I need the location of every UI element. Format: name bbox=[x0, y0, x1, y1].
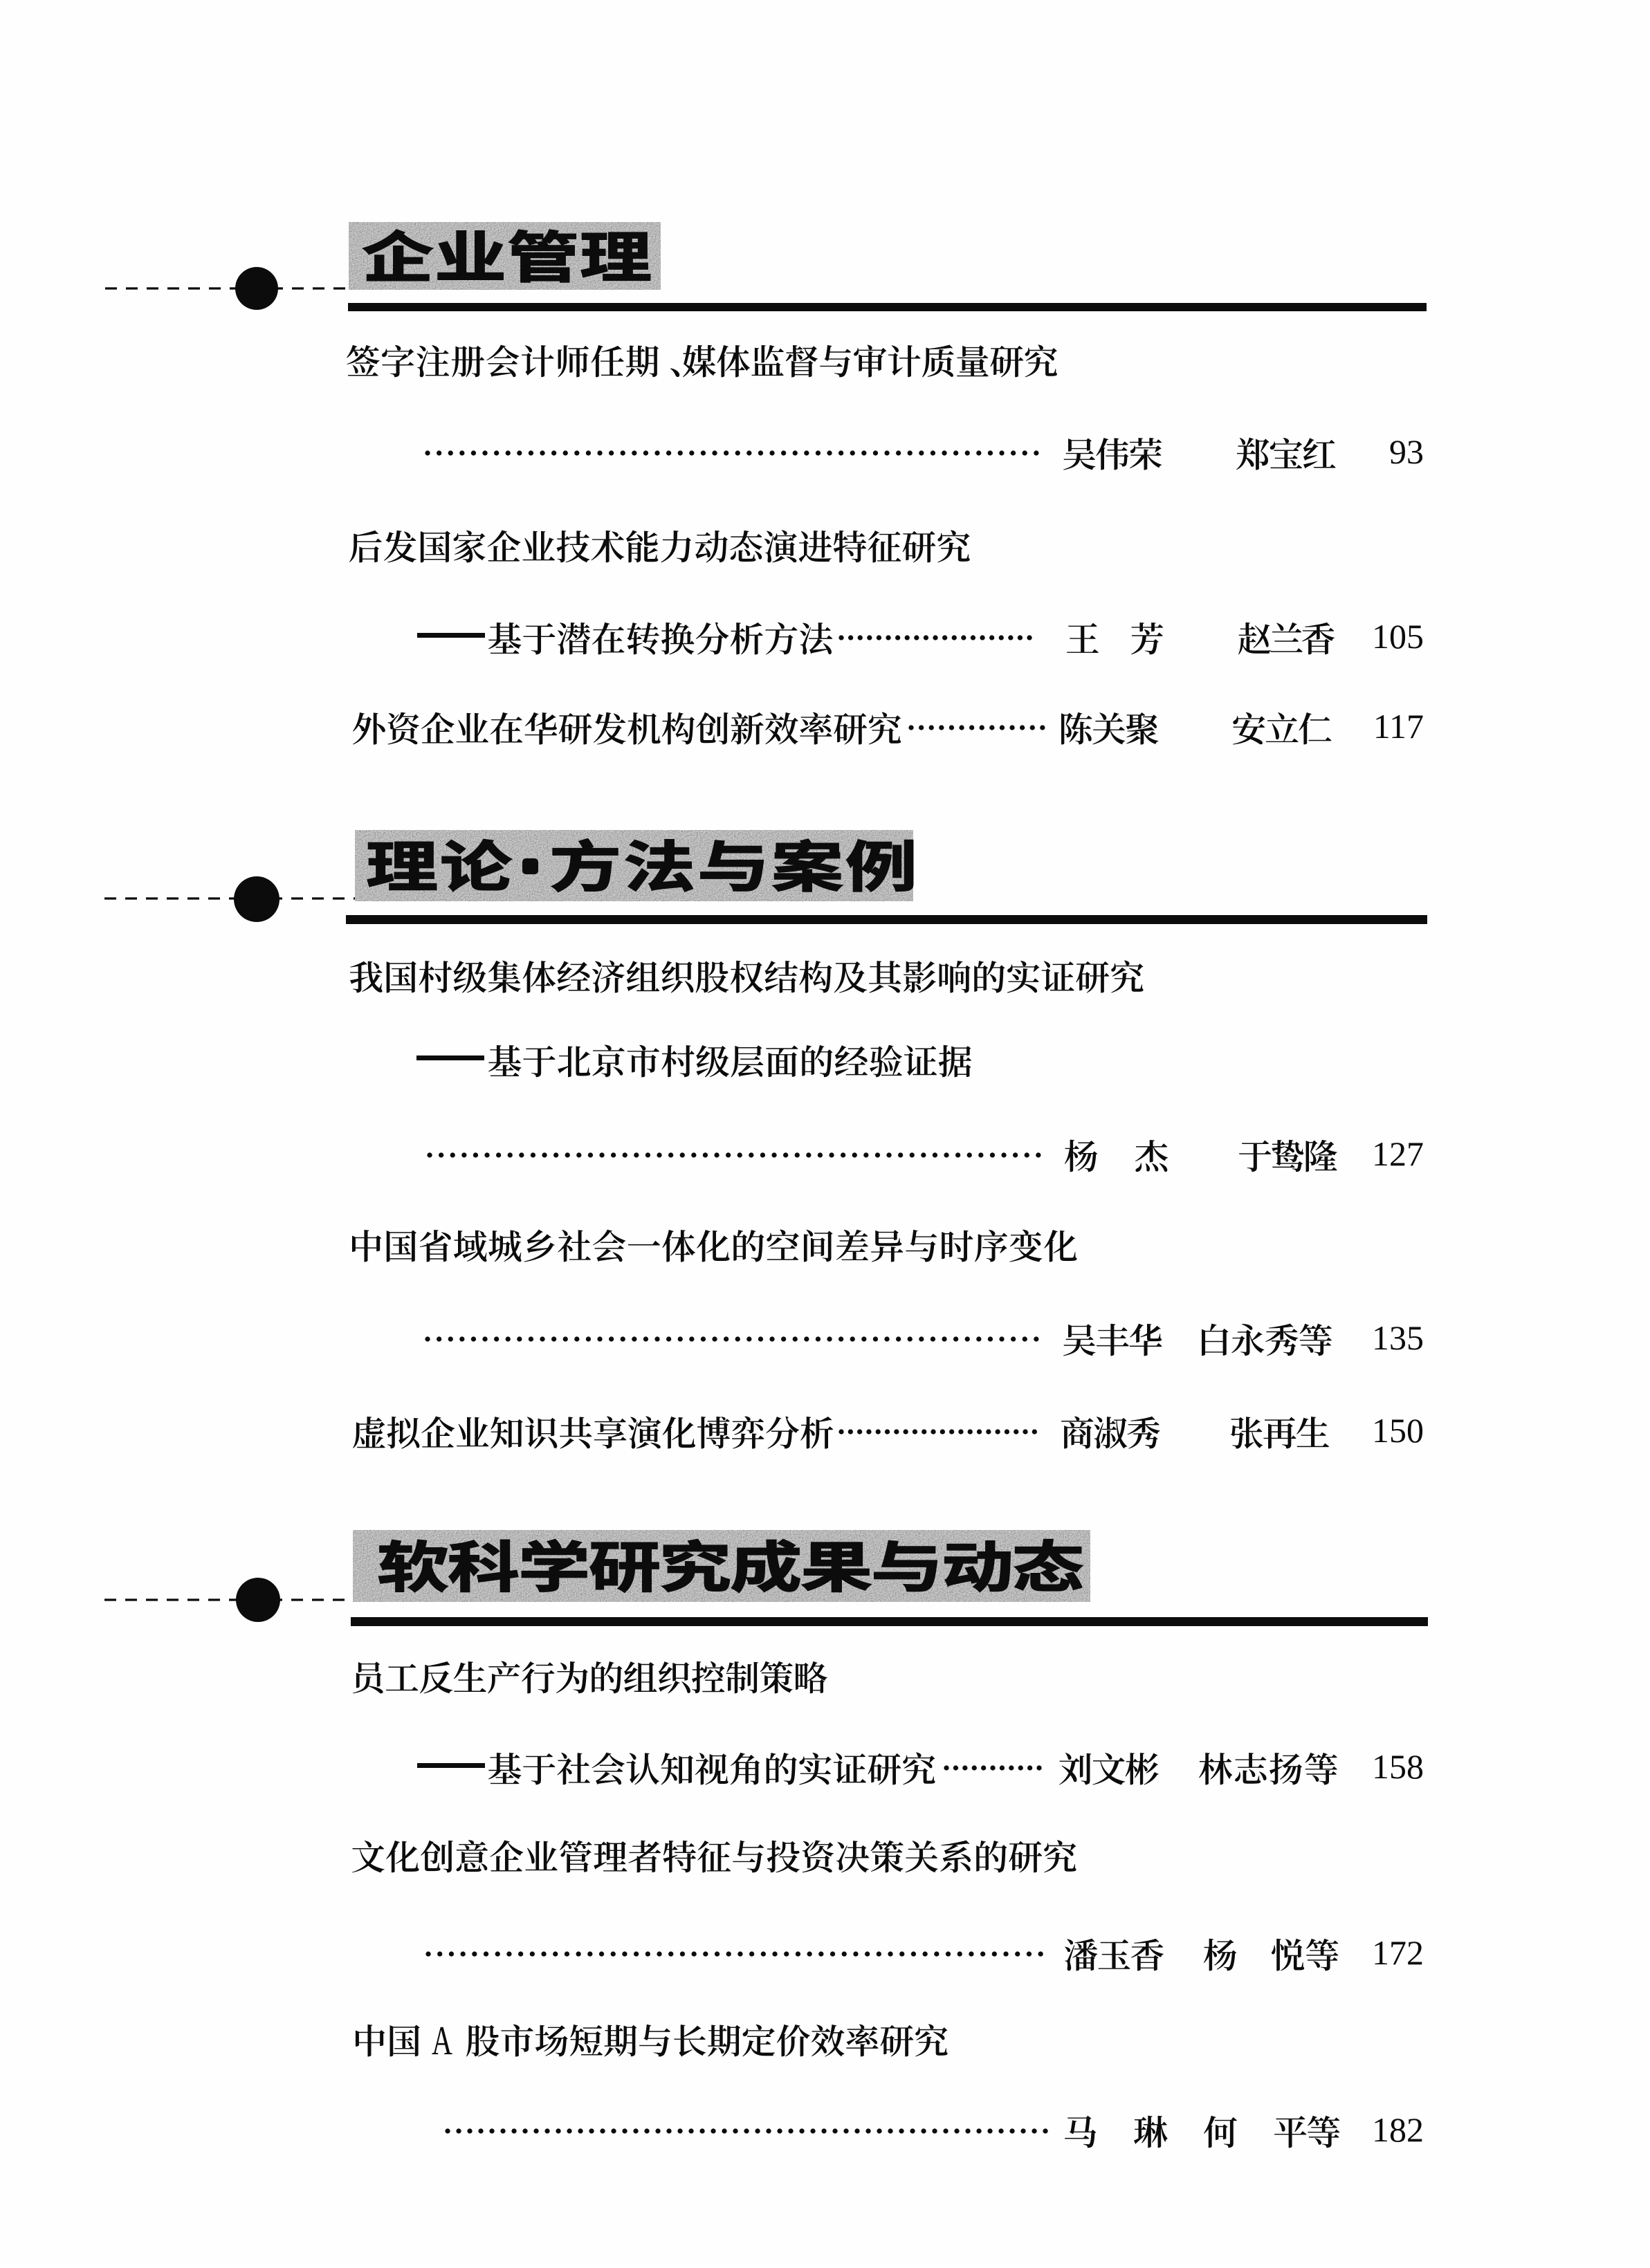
svg-text:117: 117 bbox=[1373, 707, 1424, 746]
svg-text:135: 135 bbox=[1372, 1318, 1424, 1357]
svg-text:127: 127 bbox=[1372, 1134, 1424, 1173]
svg-text:93: 93 bbox=[1389, 432, 1424, 471]
svg-text:A: A bbox=[432, 2018, 452, 2063]
svg-text:182: 182 bbox=[1372, 2110, 1424, 2149]
svg-text:105: 105 bbox=[1372, 617, 1424, 656]
svg-text:150: 150 bbox=[1372, 1411, 1424, 1450]
svg-text:158: 158 bbox=[1372, 1747, 1424, 1786]
svg-text:172: 172 bbox=[1372, 1933, 1424, 1972]
